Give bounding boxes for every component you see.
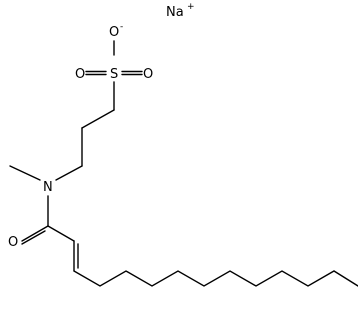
oxygen-carbonyl-label: O (8, 235, 18, 250)
oxygen-left-label: O (75, 67, 85, 82)
alkyl-tail (73, 270, 358, 287)
bond-ccarbonyl-calpha (47, 225, 75, 242)
nitrogen-label: N (43, 180, 53, 195)
bond-c-o-carbonyl-1 (21, 225, 49, 242)
bond-c1-c2 (81, 109, 115, 129)
sulfur-label: S (110, 67, 118, 82)
bond-c-o-carbonyl-2 (21, 230, 46, 245)
sodium-label: Na (166, 5, 184, 20)
oxygen-anion-label: O (109, 25, 119, 40)
bond-n-methyl (9, 165, 41, 181)
bond-c3-n (55, 165, 83, 181)
sodium-charge: + (187, 2, 195, 12)
oxygen-anion-charge: - (120, 22, 123, 32)
oxygen-right-label: O (143, 67, 153, 82)
